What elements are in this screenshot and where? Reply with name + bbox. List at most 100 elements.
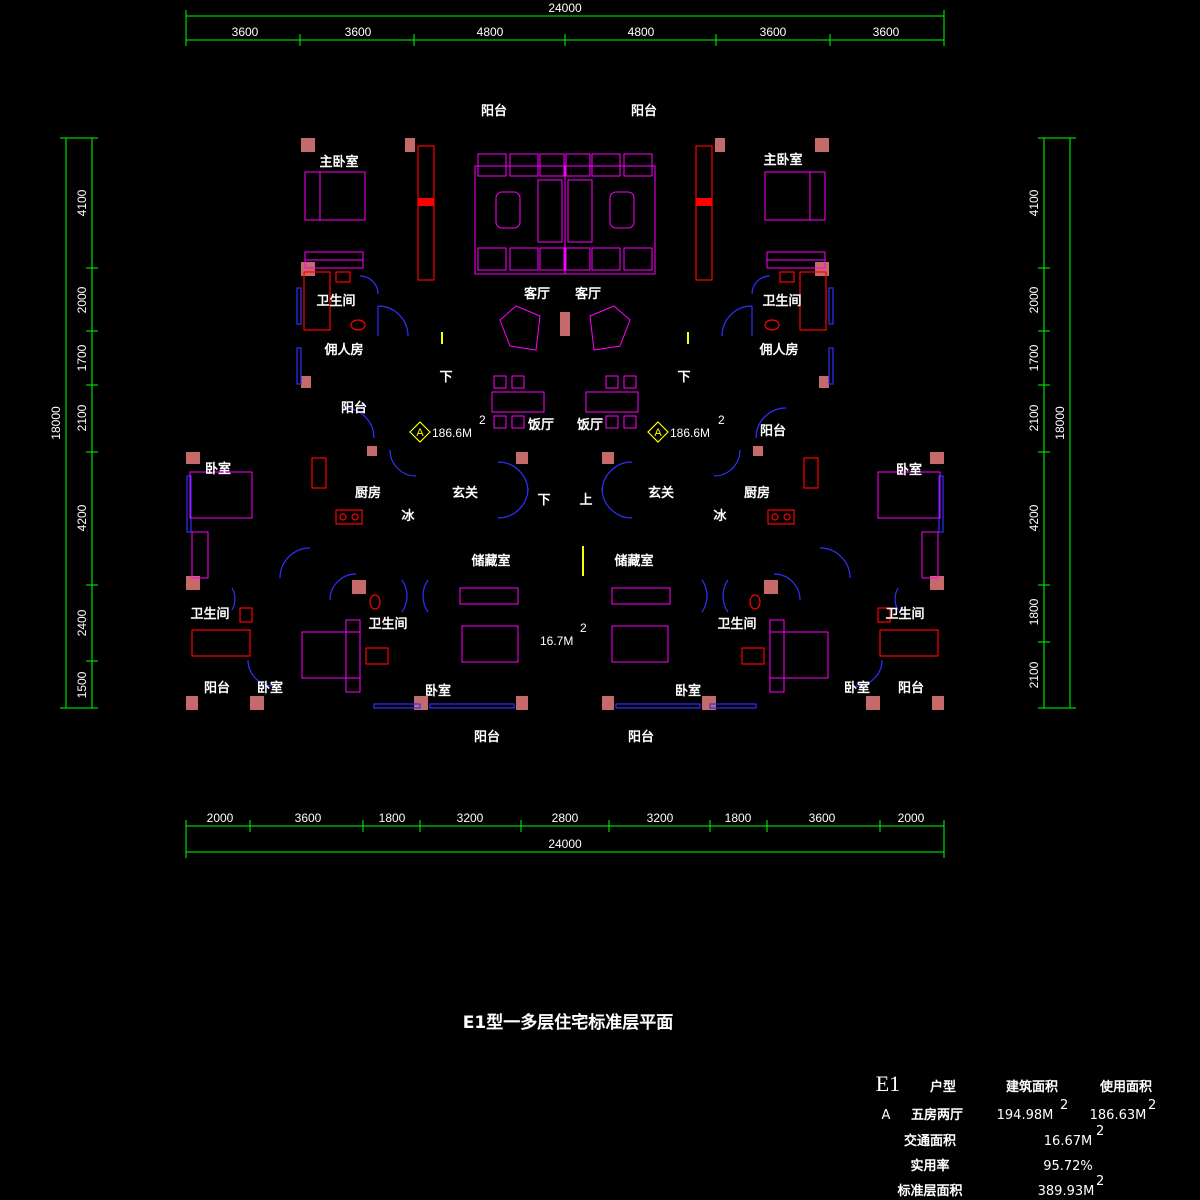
label-bedroom: 卧室: [844, 680, 870, 696]
bottom-dim-6: 3200: [647, 811, 674, 825]
label-dining-room: 饭厅: [527, 417, 554, 433]
left-dim-5: 4200: [75, 504, 89, 531]
bottom-dim-1: 2000: [207, 811, 234, 825]
right-dim-2: 2000: [1027, 286, 1041, 313]
label-kitchen: 厨房: [744, 485, 770, 501]
label-storage: 储藏室: [613, 553, 653, 569]
core-area: 16.7M: [540, 634, 573, 648]
left-dim-1: 4100: [75, 189, 89, 216]
sup: 2: [1096, 1174, 1104, 1189]
label-fridge: 冰: [713, 508, 727, 524]
bottom-dim-9: 2000: [898, 811, 925, 825]
label-bathroom: 卫生间: [316, 293, 355, 309]
bathtub: [303, 271, 331, 331]
label-balcony: 阳台: [760, 423, 786, 439]
bottom-dim-4: 3200: [457, 811, 484, 825]
top-dim-6: 3600: [873, 25, 900, 39]
label-balcony: 阳台: [474, 729, 500, 745]
row-type: 五房两厅: [911, 1107, 963, 1123]
label-bedroom: 卧室: [675, 683, 701, 699]
label-dining-room: 饭厅: [576, 417, 603, 433]
row-use-area: 186.63M: [1090, 1108, 1147, 1123]
row-id: A: [882, 1108, 891, 1123]
right-dim-7: 2100: [1027, 661, 1041, 688]
left-dim-3: 1700: [75, 344, 89, 371]
top-dim-4: 4800: [628, 25, 655, 39]
label-bedroom: 卧室: [205, 461, 231, 477]
unit-left: [186, 138, 570, 710]
header-type: 户型: [930, 1079, 956, 1095]
tv-cabinet: [417, 145, 435, 281]
unit-area: 186.6M: [432, 426, 472, 440]
label-balcony: 阳台: [204, 680, 230, 696]
left-dim-4: 2100: [75, 404, 89, 431]
drawing-title: E1型一多层住宅标准层平面: [463, 1012, 673, 1033]
fridge-unit: [311, 457, 327, 489]
left-dim-7: 1500: [75, 671, 89, 698]
right-dim-1: 4100: [1027, 189, 1041, 216]
ratio-value: 95.72%: [1043, 1159, 1093, 1174]
area-table: E1 户型 建筑面积 使用面积 A 五房两厅 194.98M 2 186.63M…: [876, 1071, 1157, 1199]
area-superscript: 2: [718, 413, 725, 427]
stove: [335, 509, 363, 525]
top-dim-1: 3600: [232, 25, 259, 39]
sup: 2: [1060, 1098, 1068, 1113]
label-living-room: 客厅: [524, 286, 550, 302]
row-build-area: 194.98M: [997, 1108, 1054, 1123]
right-dimension-lines: 4100 2000 1700 2100 4200 1800 2100 18000: [1027, 137, 1076, 709]
label-balcony: 阳台: [631, 103, 657, 119]
bottom-dim-2: 3600: [295, 811, 322, 825]
bottom-total-dim: 24000: [548, 837, 582, 851]
label-down: 下: [537, 493, 550, 508]
bottom-dim-3: 1800: [379, 811, 406, 825]
label-master-bedroom: 主卧室: [319, 154, 358, 170]
area-superscript: 2: [580, 621, 587, 635]
unit-tag: A: [654, 427, 662, 439]
room-labels-left: 阳台 主卧室 卫生间 佣人房 客厅 下 阳台 饭厅 卧室 厨房 玄关 冰 下 储…: [190, 103, 554, 745]
left-dimension-lines: 18000 4100 2000 1700 2100 4200 2400 1500: [49, 137, 98, 709]
label-living-room: 客厅: [575, 286, 601, 302]
label-balcony: 阳台: [341, 400, 367, 416]
ratio-label: 实用率: [910, 1158, 949, 1174]
sup: 2: [1096, 1124, 1104, 1139]
top-total-dim: 24000: [548, 1, 582, 15]
left-total-dim: 18000: [49, 406, 63, 440]
core-area-tag: 16.7M 2: [540, 621, 587, 648]
unit-area-tag-right: A 186.6M 2: [647, 413, 725, 443]
model-label: E1: [876, 1071, 900, 1096]
room-labels-right: 阳台 主卧室 卫生间 佣人房 客厅 下 阳台 饭厅 卧室 厨房 玄关 冰 上 储…: [575, 103, 925, 745]
area-superscript: 2: [479, 413, 486, 427]
traffic-value: 16.67M: [1044, 1134, 1092, 1149]
right-dim-4: 2100: [1027, 404, 1041, 431]
top-dimension-lines: 24000 3600 3600 4800 4800 3600 3600: [185, 1, 945, 46]
label-bathroom: 卫生间: [368, 616, 407, 632]
label-down: 下: [439, 370, 452, 385]
bottom-dim-5: 2800: [552, 811, 579, 825]
right-total-dim: 18000: [1053, 406, 1067, 440]
right-dim-5: 4200: [1027, 504, 1041, 531]
dining-table: [491, 391, 545, 413]
label-down: 下: [677, 370, 690, 385]
label-bedroom: 卧室: [896, 462, 922, 478]
header-build-area: 建筑面积: [1006, 1079, 1058, 1095]
unit-area: 186.6M: [670, 426, 710, 440]
label-up: 上: [579, 493, 592, 508]
top-dim-3: 4800: [477, 25, 504, 39]
label-bathroom: 卫生间: [717, 616, 756, 632]
label-servant-room: 佣人房: [758, 342, 798, 358]
door-arc: [377, 305, 409, 337]
left-dim-6: 2400: [75, 609, 89, 636]
header-use-area: 使用面积: [1099, 1079, 1152, 1095]
label-bathroom: 卫生间: [190, 606, 229, 622]
top-dim-2: 3600: [345, 25, 372, 39]
label-servant-room: 佣人房: [323, 342, 363, 358]
floor-area-value: 389.93M: [1038, 1184, 1095, 1199]
bottom-dimension-lines: 2000 3600 1800 3200 2800 3200 1800 3600 …: [185, 811, 945, 858]
unit-area-tag-left: A 186.6M 2: [409, 413, 486, 443]
label-kitchen: 厨房: [355, 485, 381, 501]
unit-tag: A: [416, 427, 424, 439]
right-dim-6: 1800: [1027, 598, 1041, 625]
label-bathroom: 卫生间: [762, 293, 801, 309]
bottom-dim-7: 1800: [725, 811, 752, 825]
master-bed: [304, 171, 366, 221]
